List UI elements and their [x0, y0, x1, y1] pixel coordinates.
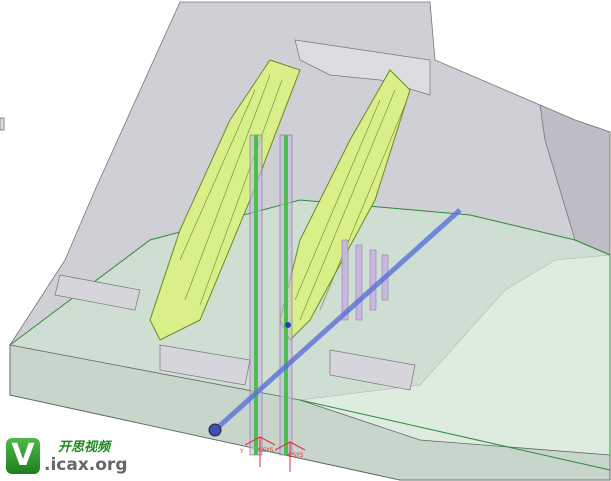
logo-icon: V: [6, 437, 40, 474]
ejector-pins: [249, 134, 389, 456]
lattice-mesh: [179, 74, 406, 321]
lattice-part-left: [149, 59, 301, 341]
mold-front-face: [9, 344, 611, 481]
logo-site-text: .icax.org: [44, 455, 128, 475]
cooling-fitting: [208, 423, 222, 437]
csys-label-1: CSYS: [258, 447, 274, 454]
step-block-right: [329, 349, 416, 391]
csys-markers: [244, 436, 306, 472]
view-handle[interactable]: [0, 117, 5, 131]
watermark-logo: V 开思视频 .icax.org: [6, 436, 128, 475]
step-block-center: [159, 344, 251, 386]
logo-chinese-text: 开思视频: [58, 440, 111, 455]
step-block-left: [54, 274, 141, 311]
axis-y-label: Y: [240, 448, 244, 455]
cooling-line: [213, 208, 462, 432]
pin-marker: [285, 322, 291, 328]
csys-label-2: CSYS: [288, 452, 304, 459]
